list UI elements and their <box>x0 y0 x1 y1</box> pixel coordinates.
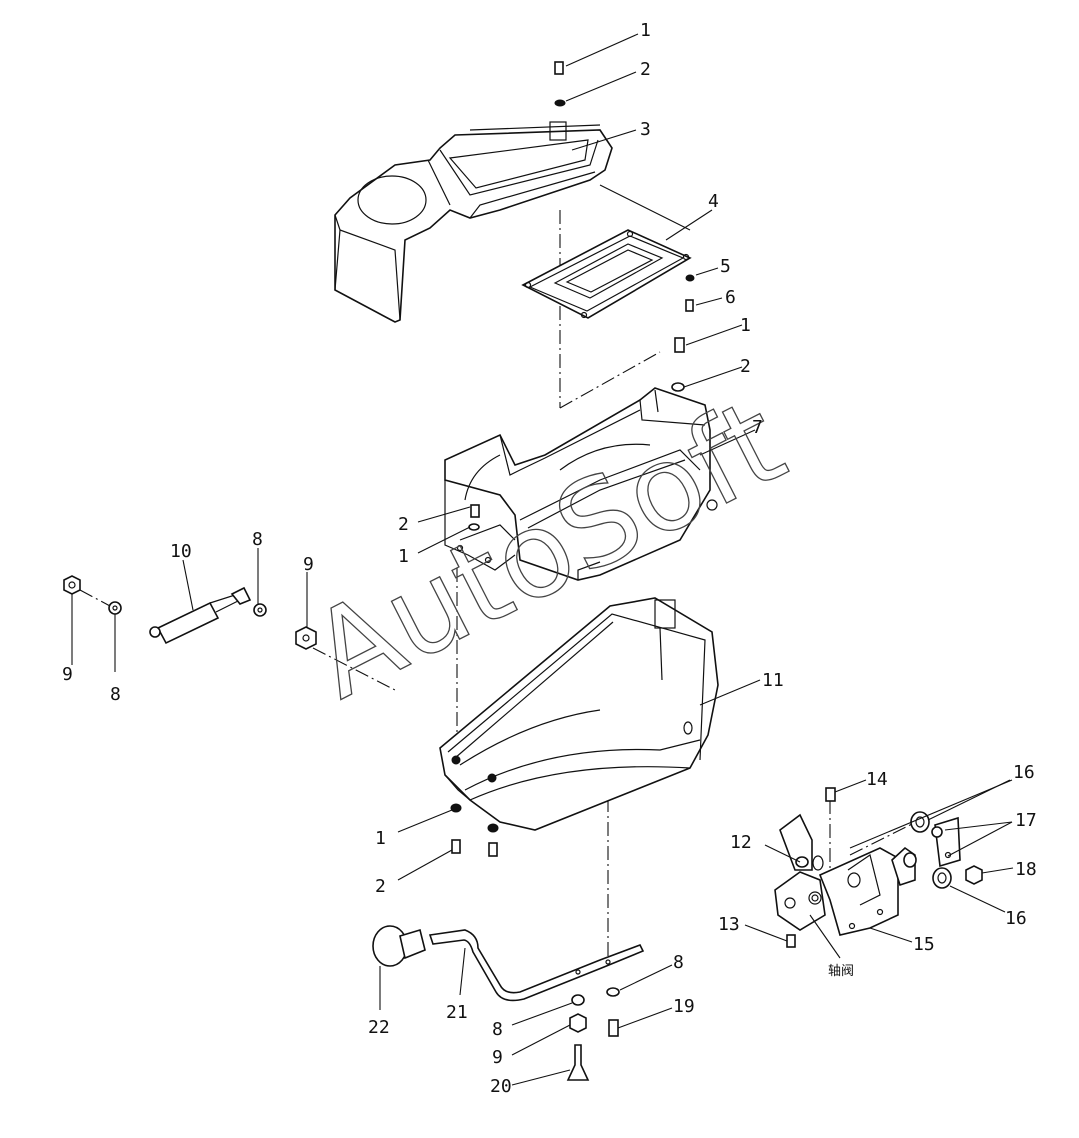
leader-lines <box>71 33 1014 1086</box>
callout-label: 21 <box>446 1002 468 1023</box>
console-frame <box>444 387 718 581</box>
callout-label: 12 <box>730 832 752 853</box>
callout-label: 11 <box>762 670 784 691</box>
screw-2-left <box>470 504 480 518</box>
gas-strut-assembly <box>63 575 317 650</box>
bolt-1-right <box>674 337 685 353</box>
callout-label: 22 <box>368 1017 390 1038</box>
shift-lever-21 <box>428 929 645 1002</box>
nut-9-lever <box>569 1013 587 1033</box>
valve-note-label: 轴阀 <box>828 964 854 979</box>
nut-9-right <box>295 626 317 650</box>
callout-label: 20 <box>490 1076 512 1097</box>
washer-16-lower <box>932 867 952 889</box>
centerline-strut <box>312 647 396 691</box>
bracket-15 <box>818 847 899 936</box>
washer-8-right <box>253 603 267 617</box>
valve-block <box>774 871 826 931</box>
bolt-1-top <box>554 61 564 75</box>
callout-label: 2 <box>375 876 386 897</box>
stud-20 <box>566 1044 590 1081</box>
callout-label: 13 <box>718 914 740 935</box>
bolt-14 <box>825 787 836 802</box>
centerline-frame-link <box>559 351 661 409</box>
lever-arm <box>779 813 813 871</box>
callout-label: 9 <box>303 554 314 575</box>
callout-label: 1 <box>740 315 751 336</box>
callout-label: 8 <box>252 529 263 550</box>
callout-label: 16 <box>1005 908 1027 929</box>
washer-2-top <box>554 99 566 107</box>
callout-label: 2 <box>640 59 651 80</box>
callout-label: 10 <box>170 541 192 562</box>
callout-label: 8 <box>492 1019 503 1040</box>
pin-12 <box>795 856 809 868</box>
callout-label: 9 <box>492 1047 503 1068</box>
washer-16-upper <box>910 811 930 833</box>
washer-8-lever <box>571 994 585 1006</box>
callout-label: 16 <box>1013 762 1035 783</box>
callout-label: 15 <box>913 934 935 955</box>
callout-label: 4 <box>708 191 719 212</box>
washer-8-left <box>108 601 122 615</box>
plate-17 <box>934 816 961 868</box>
small-fasteners <box>450 61 695 857</box>
nut-9-left <box>63 575 81 595</box>
bolt-2-lower <box>451 839 461 854</box>
bolt-19 <box>608 1019 619 1037</box>
nut-18 <box>965 865 983 885</box>
bracket-assembly <box>774 787 983 948</box>
cover-plate <box>521 229 692 319</box>
callout-label: 19 <box>673 996 695 1017</box>
callout-label: 2 <box>398 514 409 535</box>
callout-label: 6 <box>725 287 736 308</box>
callout-label: 7 <box>752 417 763 438</box>
guide-line-cover-plate <box>599 184 691 231</box>
callout-numbers: 1 2 3 4 5 6 1 2 7 2 1 10 8 9 9 8 11 1 2 … <box>62 20 1037 1097</box>
callout-label: 9 <box>62 664 73 685</box>
callout-label: 1 <box>640 20 651 41</box>
centerline-bracket-pins <box>849 819 921 856</box>
centerline-strut-left <box>79 589 111 607</box>
callout-label: 8 <box>110 684 121 705</box>
callout-label: 8 <box>673 952 684 973</box>
washer-1-lower <box>450 803 462 813</box>
washer-2-right <box>671 382 685 392</box>
screw-13 <box>786 934 796 948</box>
callout-label: 3 <box>640 119 651 140</box>
callout-label: 18 <box>1015 859 1037 880</box>
callout-label: 1 <box>375 828 386 849</box>
callout-label: 5 <box>720 256 731 277</box>
washer-8-rod <box>606 987 620 997</box>
shift-lever-assembly <box>372 925 645 1081</box>
lower-housing <box>439 597 719 831</box>
callout-label: 2 <box>740 356 751 377</box>
console-top-cover <box>334 121 613 323</box>
strut-cylinder <box>156 601 220 645</box>
washer-5 <box>685 274 695 282</box>
callout-label: 14 <box>866 769 888 790</box>
callout-label: 1 <box>398 546 409 567</box>
callout-label: 17 <box>1015 810 1037 831</box>
screw-6 <box>685 299 694 312</box>
